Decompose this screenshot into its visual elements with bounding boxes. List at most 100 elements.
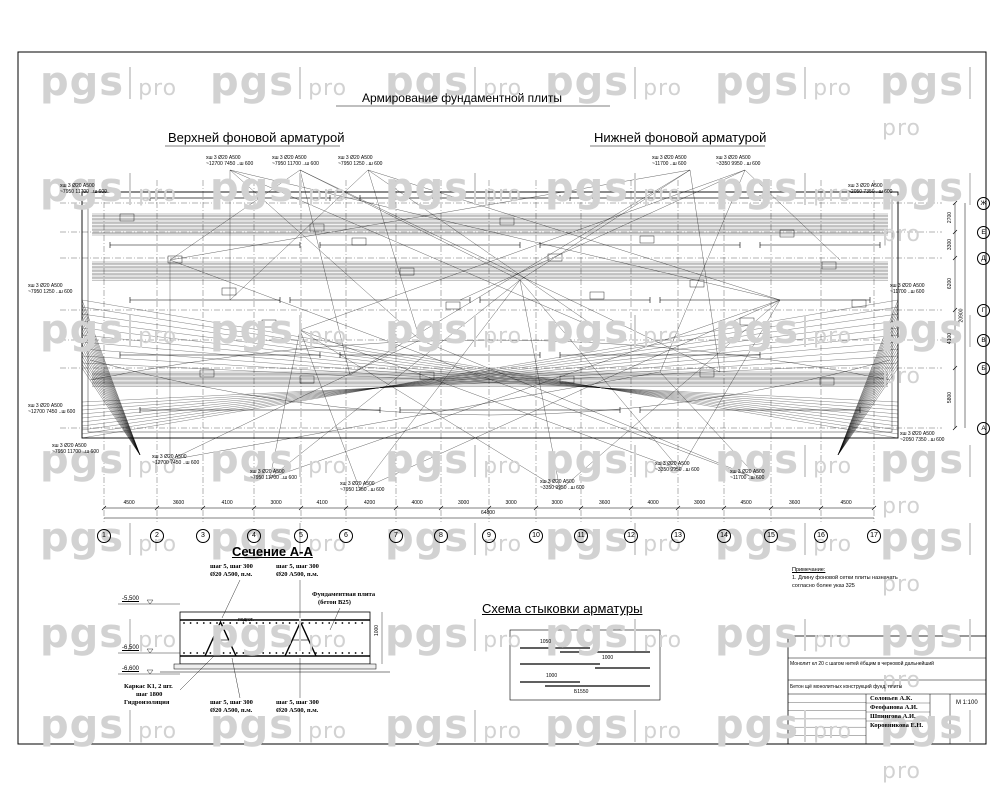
axis-bubble-number: 8	[434, 529, 448, 543]
lower-leader-label: ~2050 7350 ..ш 600	[900, 437, 945, 443]
axis-bubble-letter: В	[977, 334, 990, 347]
dim-tick	[101, 505, 107, 511]
stamp-name: Феофанова А.И.	[870, 704, 918, 711]
diagonal-leader	[81, 355, 141, 456]
dim-box	[547, 253, 563, 262]
diagonal-rebar	[81, 341, 899, 415]
upper-leader-label: ~7950 1250 ..ш 600	[28, 289, 73, 295]
slab-plan	[60, 169, 966, 522]
rebar-dot	[354, 652, 357, 654]
dimension-label: 4000	[647, 500, 659, 506]
upper-leader-label: ~7950 1250 ..ш 600	[340, 487, 385, 493]
rebar-dot	[341, 652, 344, 654]
watermark: pgspro	[880, 518, 1000, 598]
dimension-label: 20900	[958, 308, 965, 322]
section-leader	[221, 579, 241, 619]
diagonal-leader	[837, 367, 899, 456]
dim-tick	[675, 505, 681, 511]
rebar-top-right-label: Ø20 А500, п.м.	[276, 571, 319, 578]
leader-line	[299, 169, 351, 376]
dim-box	[499, 217, 515, 226]
leader-line	[269, 279, 521, 479]
dimension-label: 4500	[740, 500, 752, 506]
dimension-label: 4100	[316, 500, 328, 506]
rebar-dot	[235, 622, 238, 624]
upper-leader-label: ~7950 11700 ..ш 600	[250, 475, 297, 481]
dim-box	[419, 371, 435, 380]
dim-box	[819, 377, 835, 386]
diagonal-rebar	[81, 348, 899, 411]
rebar-dot	[315, 622, 317, 624]
rebar-dot	[229, 622, 232, 624]
dim-box	[639, 235, 655, 244]
diagonal-leader	[81, 339, 141, 456]
stamp-row: Бетон щё монолитных конструкций фунд. пл…	[790, 684, 903, 690]
axis-bubble-number: 5	[294, 529, 308, 543]
diagonal-leader	[81, 319, 141, 456]
lower-leader-label: хш 3 Ø20 А500	[900, 431, 935, 437]
leader-line	[367, 169, 781, 301]
rebar-dot	[209, 622, 212, 624]
axis-bubble-number: 15	[764, 529, 778, 543]
lower-leader-label: ~3350 9950 ..ш 600	[540, 485, 585, 491]
axis-bubble-number: 9	[482, 529, 496, 543]
dim-box	[167, 255, 183, 264]
dimension-label: 3000	[551, 500, 563, 506]
leader-line	[169, 371, 661, 461]
upper-leader-label: хш 3 Ø20 А500	[28, 283, 63, 289]
diagonal-rebar	[81, 306, 899, 435]
rebar-dot	[222, 652, 225, 654]
lower-leader-label: ~11700 ..ш 600	[890, 289, 925, 295]
slab-label: (бетон В25)	[318, 599, 351, 606]
leader-line	[169, 169, 301, 261]
dim-box	[119, 213, 135, 222]
dim-box	[299, 375, 315, 384]
rebar-dot	[282, 622, 284, 624]
leader-line	[229, 169, 781, 301]
dim-tick	[952, 365, 958, 371]
leader-line	[519, 169, 691, 281]
rebar-dot	[196, 622, 199, 624]
axis-bubble-letter: Д	[977, 252, 990, 265]
watermark: pgspro	[880, 62, 1000, 142]
lower-leader-label: хш 3 Ø20 А500	[652, 155, 687, 161]
stamp-name: Коровникова Е.Н.	[870, 722, 924, 729]
rebar-dot	[295, 622, 298, 624]
notes-line: 1. Длину фоновой сетки плиты назначать	[792, 575, 898, 581]
rebar-dot	[321, 652, 324, 654]
leader-line	[659, 169, 746, 373]
diagonal-leader	[81, 351, 141, 456]
leader-line	[229, 169, 369, 301]
dimension-label: 4000	[411, 500, 423, 506]
diagonal-leader	[81, 307, 141, 456]
splice-dim: 1000	[602, 655, 614, 661]
axis-bubble-number: 7	[389, 529, 403, 543]
lower-leader-label: хш 3 Ø20 А500	[848, 183, 883, 189]
rebar-dot	[361, 652, 364, 654]
rebar-dot	[295, 652, 298, 654]
dimension-label: 2700	[947, 211, 954, 223]
rebar-dot	[354, 622, 357, 624]
axis-bubble-number: 10	[529, 529, 543, 543]
leader-line	[459, 169, 746, 301]
rebar-bottom-right-label: шаг 5, шаг 300	[276, 699, 319, 706]
axis-bubble-letter: Ж	[977, 197, 990, 210]
dim-tick	[578, 505, 584, 511]
upper-leader-label: ~12700 7450 ..ш 600	[28, 409, 76, 415]
lower-leader-label: ~11700 ..ш 600	[652, 161, 687, 167]
diagonal-rebar	[81, 299, 899, 439]
lower-leader-label: хш 3 Ø20 А500	[730, 469, 765, 475]
dim-tick	[768, 505, 774, 511]
